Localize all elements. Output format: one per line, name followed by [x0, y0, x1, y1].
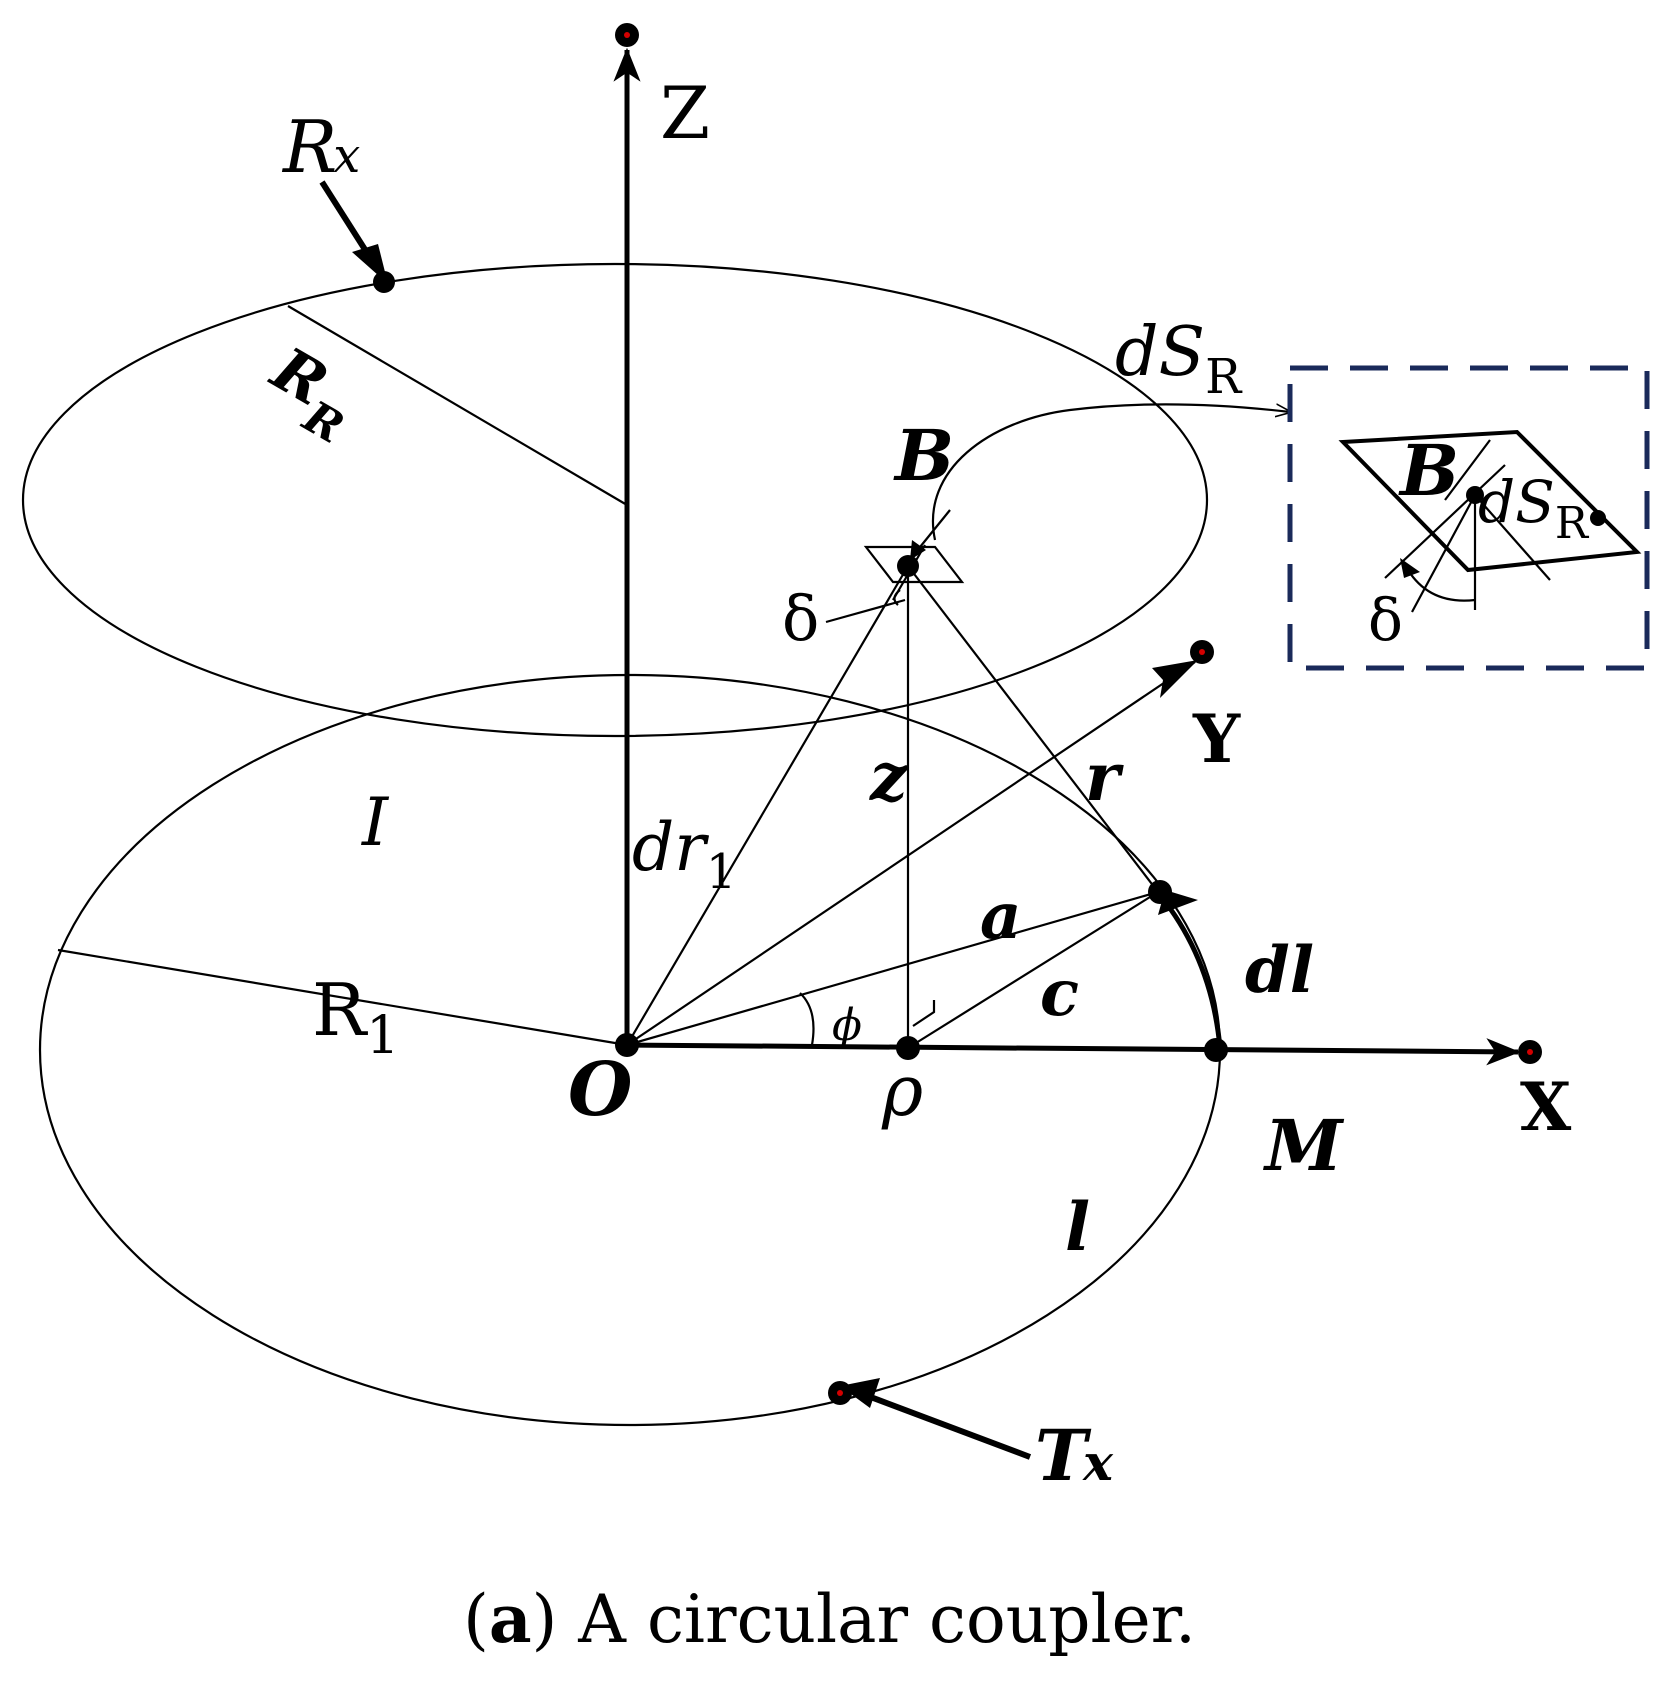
- axis-x-label: X: [1520, 1068, 1572, 1146]
- inset-diag-line: [1474, 494, 1551, 581]
- point-markers: [373, 23, 1606, 1405]
- c-vector: [907, 891, 1159, 1049]
- x-axis: [626, 1038, 1521, 1066]
- inset-ds-label: dSR: [1478, 468, 1590, 549]
- caption-letter: a: [488, 1580, 532, 1658]
- phi-angle-arc: [799, 992, 815, 1046]
- dr1-vector: [626, 565, 909, 1046]
- r-label: r: [1085, 738, 1124, 816]
- rr-label: RR: [250, 333, 371, 453]
- ds-label: dSR: [1115, 313, 1243, 405]
- r1-label: R1: [312, 968, 399, 1066]
- b-label: B: [893, 414, 954, 497]
- inset-b-point: [1466, 486, 1484, 504]
- inset-cross-line: [1384, 464, 1506, 579]
- origin-label: O: [568, 1047, 632, 1133]
- inset-b-line: [1411, 494, 1476, 613]
- rx-label: Rx: [281, 105, 360, 189]
- y-axis-arrowhead: [1152, 660, 1198, 698]
- delta-small-arc: [893, 589, 901, 606]
- tx-point-center: [837, 1390, 843, 1396]
- inset-delta-label: δ: [1368, 586, 1403, 654]
- inset-b-label: B: [1398, 429, 1459, 512]
- transmitter-radius-line: [57, 948, 628, 1047]
- rho-point: [896, 1036, 920, 1060]
- b-pointer-head: [910, 540, 926, 560]
- inset-delta-arc: [1407, 569, 1476, 602]
- dl-arc: [1158, 893, 1223, 1049]
- a-label: a: [980, 879, 1021, 954]
- inset-frame: [1287, 365, 1650, 671]
- inset-ds-point: [1590, 510, 1606, 526]
- c-label: c: [1040, 956, 1079, 1031]
- phi-label: ϕ: [832, 1000, 862, 1051]
- b-point: [897, 555, 919, 577]
- current-i-label: I: [361, 784, 390, 861]
- delta-pointer: [825, 598, 906, 624]
- z-label: z: [869, 738, 909, 816]
- tx-pointer: [858, 1390, 1032, 1460]
- l-label: l: [1065, 1188, 1090, 1266]
- receiver-radius-line: [287, 305, 628, 506]
- m-point: [1204, 1038, 1228, 1062]
- inset-delta-arrow: [1400, 558, 1420, 578]
- y-axis-tip-point-center: [1199, 649, 1205, 655]
- inset-leader-curve: [932, 403, 1290, 541]
- receiver-coil-ellipse: [21, 262, 1209, 738]
- m-label: M: [1263, 1104, 1345, 1187]
- caption-text: ) A circular coupler.: [531, 1581, 1196, 1658]
- a-vector: [626, 890, 1159, 1047]
- tx-label: Tx: [1035, 1414, 1114, 1497]
- r-vector: [907, 565, 1159, 893]
- axis-y-label: Y: [1192, 700, 1241, 778]
- figure-caption: (a) A circular coupler.: [0, 1580, 1659, 1658]
- y-axis: [626, 661, 1196, 1046]
- rho-label: ρ: [881, 1050, 923, 1132]
- caption-open: (: [463, 1581, 489, 1658]
- axis-z-label: Z: [660, 71, 710, 155]
- rx-point: [373, 271, 395, 293]
- right-angle-mark: [912, 1000, 936, 1027]
- inset-surface-element: [1338, 429, 1642, 573]
- x-axis-tip-point-center: [1527, 1049, 1533, 1055]
- tx-pointer-head: [840, 1378, 880, 1408]
- origin-point: [615, 1033, 639, 1057]
- inset-cross-line-2: [1444, 439, 1491, 501]
- delta-label: δ: [782, 582, 819, 655]
- dr1-label: dr1: [632, 809, 736, 900]
- z-axis-tip-point-center: [624, 32, 630, 38]
- dl-label: dl: [1245, 933, 1314, 1008]
- a-endpoint: [1148, 880, 1172, 904]
